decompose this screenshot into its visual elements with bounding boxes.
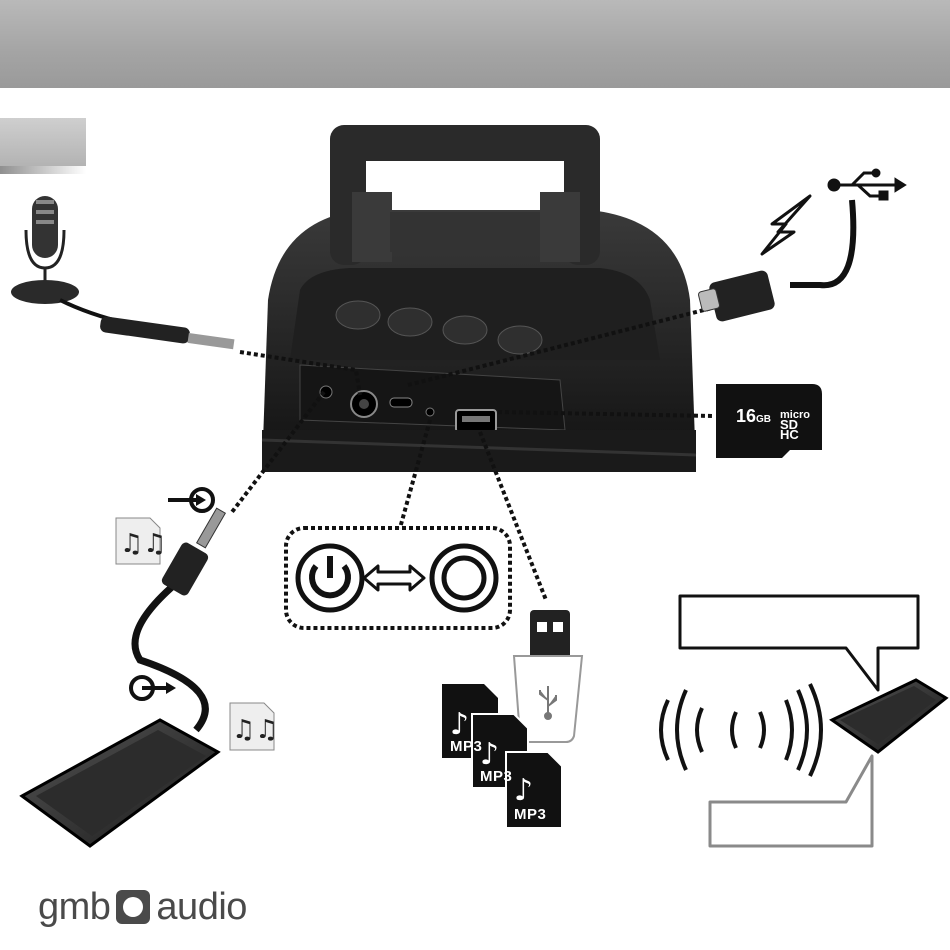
brand-left-text: gmb: [38, 886, 110, 929]
lightning-icon: [762, 196, 810, 254]
usb-flash-drive: [514, 610, 582, 742]
brand-mark-icon: [116, 890, 150, 924]
svg-text:♪: ♪: [450, 707, 469, 742]
wireless-waves-icon: [661, 684, 821, 776]
svg-text:♫♫: ♫♫: [120, 529, 167, 559]
sd-capacity: 16GB: [736, 406, 771, 427]
sd-logo: micro SD HC: [780, 410, 810, 440]
microphone-icon: [11, 196, 234, 349]
speech-bubble-top: [680, 596, 918, 690]
output-arrow-icon: [131, 677, 176, 699]
speaker-unit: [262, 125, 696, 472]
sd-capacity-unit: GB: [756, 414, 771, 425]
brand-right-text: audio: [156, 886, 246, 929]
mode-switch-panel: [286, 528, 510, 628]
speech-bubble-bottom: [710, 756, 872, 846]
tablet-device: [832, 680, 946, 752]
music-file-icon: ♫♫: [116, 518, 167, 564]
brand-logo: gmb audio: [38, 882, 247, 932]
ring-button-icon: [432, 546, 496, 610]
tablet-device: [22, 720, 218, 846]
sd-logo-hc: HC: [780, 430, 810, 440]
sd-capacity-value: 16: [736, 406, 756, 426]
power-icon: [298, 546, 362, 610]
mp3-label: MP3: [514, 806, 546, 823]
mp3-label: MP3: [450, 738, 482, 755]
double-arrow-icon: [364, 566, 424, 590]
music-file-icon: ♫♫: [230, 703, 279, 750]
svg-text:♫♫: ♫♫: [232, 715, 279, 745]
mp3-label: MP3: [480, 768, 512, 785]
usb-symbol-icon: [829, 170, 904, 199]
input-arrow-icon: [168, 489, 213, 511]
svg-text:♪: ♪: [480, 737, 499, 772]
svg-text:♪: ♪: [514, 773, 533, 808]
usb-cable: [698, 200, 853, 323]
